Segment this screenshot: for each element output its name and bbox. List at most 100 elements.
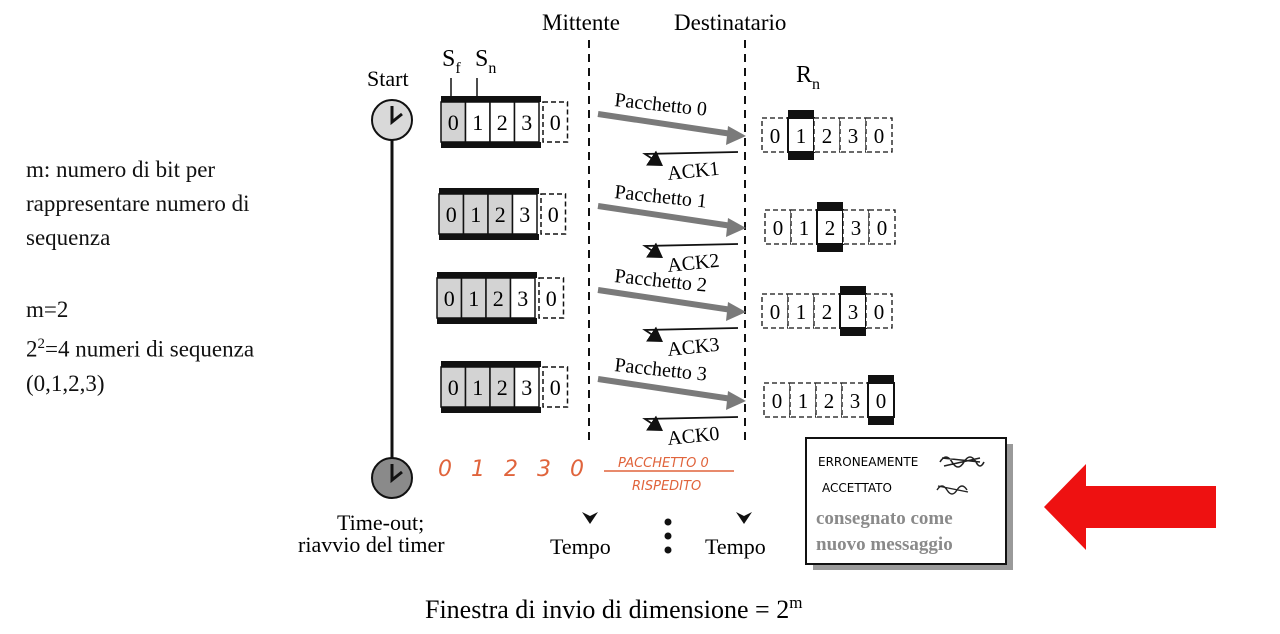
sender-seq-cell bbox=[464, 366, 491, 408]
sender-seq-number: 0 bbox=[548, 202, 559, 227]
receiver-seq-cell bbox=[761, 293, 789, 329]
scribble-icon-2 bbox=[936, 485, 969, 495]
seq-count: 22=4 numeri di sequenza bbox=[26, 327, 254, 367]
sender-window-bottom-bar bbox=[439, 234, 539, 240]
clock-icon bbox=[371, 99, 413, 141]
sender-seq-cell bbox=[460, 277, 487, 319]
header-sender: Mittente bbox=[542, 10, 620, 35]
sender-seq-cell bbox=[513, 101, 540, 143]
notes-block: m: numero di bit per rappresentare numer… bbox=[26, 153, 250, 255]
receiver-seq-number: 3 bbox=[851, 216, 862, 240]
note-line-2: nuovo messaggio bbox=[816, 534, 953, 555]
rn-top-bar bbox=[840, 286, 866, 293]
time-label-receiver: Tempo bbox=[705, 534, 766, 559]
receiver-seq-number: 0 bbox=[874, 300, 885, 324]
ack-arrow bbox=[642, 150, 739, 166]
notes-line-3: sequenza bbox=[26, 225, 111, 250]
packet-arrow-head bbox=[726, 126, 746, 145]
rn-top-bar bbox=[868, 375, 894, 382]
sender-seq-number: 2 bbox=[497, 375, 508, 400]
ack-label: ACK0 bbox=[666, 423, 720, 450]
receiver-seq-number: 0 bbox=[770, 300, 781, 324]
ellipsis-dot-3 bbox=[664, 546, 672, 554]
notes-block-2: m=2 22=4 numeri di sequenza (0,1,2,3) bbox=[26, 293, 254, 401]
sender-seq-cell bbox=[489, 101, 516, 143]
seq-count-exp: 2 bbox=[37, 336, 46, 352]
notes-line-2: rappresentare numero di bbox=[26, 191, 250, 216]
rn-top-bar bbox=[817, 202, 843, 209]
ellipsis-dot-1 bbox=[664, 518, 672, 526]
note-erroneously: ERRONEAMENTE bbox=[818, 455, 918, 469]
seq-list: (0,1,2,3) bbox=[26, 370, 105, 396]
sender-seq-number: 0 bbox=[444, 286, 455, 311]
handwritten-resend-1: PACCHETTO 0 bbox=[618, 456, 709, 471]
packet-arrow-head bbox=[726, 302, 746, 321]
ack-label: ACK3 bbox=[666, 334, 720, 361]
ack-arrow bbox=[642, 415, 739, 431]
receiver-seq-number: 0 bbox=[877, 216, 888, 240]
ack-label: ACK1 bbox=[666, 158, 720, 185]
sn-label: Sn bbox=[475, 46, 496, 77]
notes-line-1: m: numero di bit per bbox=[26, 157, 216, 182]
sender-seq-number: 1 bbox=[470, 202, 481, 227]
sender-seq-number: 1 bbox=[468, 286, 479, 311]
sender-seq-number: 0 bbox=[448, 110, 459, 135]
packet-arrow bbox=[597, 287, 733, 313]
timeout-label-1: Time-out; bbox=[337, 510, 424, 535]
receiver-seq-number: 2 bbox=[822, 300, 833, 324]
svg-text:Sn: Sn bbox=[475, 46, 496, 77]
sender-seq-cell bbox=[489, 366, 516, 408]
receiver-seq-cell bbox=[867, 382, 895, 418]
sender-window-bottom-bar bbox=[437, 318, 537, 324]
packet-arrow-head bbox=[726, 218, 746, 237]
receiver-seq-cell bbox=[839, 117, 867, 153]
caption: Finestra di invio di dimensione = 2m bbox=[425, 593, 802, 624]
sender-window-bottom-bar bbox=[441, 142, 541, 148]
note-box: ERRONEAMENTE ACCETTATO consegnato come n… bbox=[805, 437, 1013, 570]
receiver-seq-number: 2 bbox=[825, 216, 836, 240]
sender-window-top-bar bbox=[439, 188, 539, 194]
rn-top-bar bbox=[788, 110, 814, 117]
sender-seq-cell bbox=[485, 277, 512, 319]
receiver-seq-number: 0 bbox=[772, 389, 783, 413]
rn-bottom-bar bbox=[788, 153, 814, 160]
red-arrow-icon bbox=[1044, 464, 1216, 550]
sender-seq-number: 2 bbox=[493, 286, 504, 311]
rn-bottom-bar bbox=[817, 245, 843, 252]
receiver-seq-cell bbox=[865, 117, 893, 153]
note-accepted: ACCETTATO bbox=[822, 481, 892, 495]
packet-arrow bbox=[597, 203, 733, 229]
receiver-seq-number: 1 bbox=[798, 389, 809, 413]
receiver-seq-number: 1 bbox=[799, 216, 810, 240]
receiver-seq-cell bbox=[787, 117, 815, 153]
receiver-seq-number: 3 bbox=[848, 300, 859, 324]
sender-seq-cell bbox=[542, 101, 569, 143]
start-label: Start bbox=[367, 66, 409, 91]
header-receiver: Destinatario bbox=[674, 10, 786, 35]
sender-seq-cell bbox=[538, 277, 565, 319]
sender-seq-number: 0 bbox=[546, 286, 557, 311]
receiver-seq-number: 2 bbox=[822, 124, 833, 148]
sender-seq-number: 0 bbox=[448, 375, 459, 400]
svg-text:Sf: Sf bbox=[442, 46, 461, 77]
receiver-seq-cell bbox=[761, 117, 789, 153]
ack-arrow bbox=[642, 326, 739, 342]
seq-count-base: 2 bbox=[26, 336, 38, 362]
receiver-seq-number: 0 bbox=[876, 389, 887, 413]
note-line-1: consegnato come bbox=[816, 508, 953, 529]
receiver-seq-number: 0 bbox=[773, 216, 784, 240]
rn-label: Rn bbox=[796, 62, 820, 93]
receiver-seq-number: 1 bbox=[796, 124, 807, 148]
sender-seq-cell bbox=[462, 193, 489, 235]
sender-seq-number: 3 bbox=[521, 110, 532, 135]
receiver-seq-number: 0 bbox=[770, 124, 781, 148]
ack-label: ACK2 bbox=[666, 250, 720, 277]
sender-seq-cell bbox=[509, 277, 536, 319]
sender-seq-number: 2 bbox=[495, 202, 506, 227]
sender-window-top-bar bbox=[441, 96, 541, 102]
